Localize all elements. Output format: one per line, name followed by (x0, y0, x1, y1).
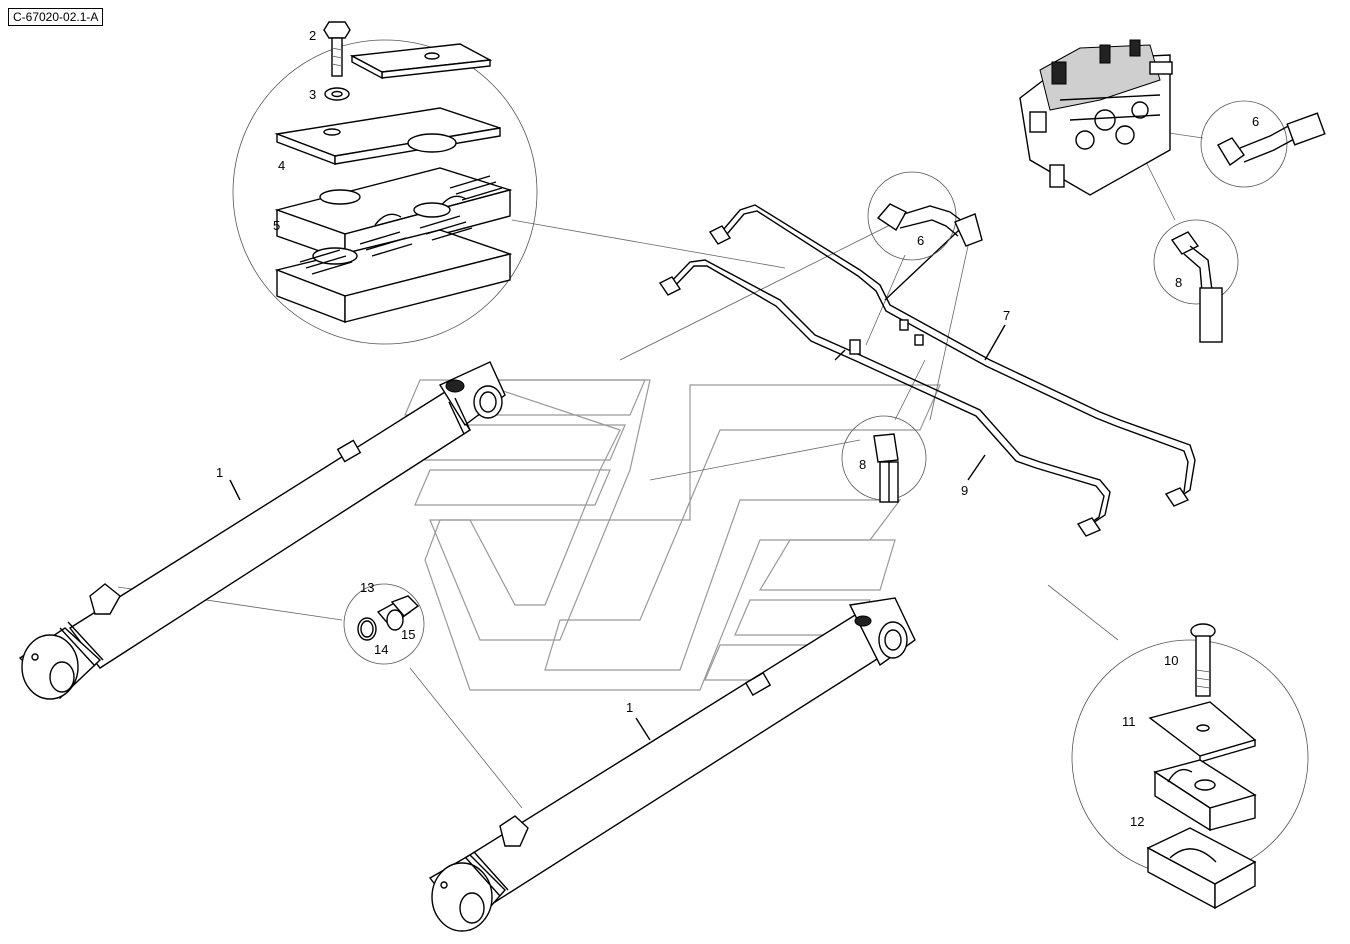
callout-8-right: 8 (1175, 275, 1182, 290)
callout-3: 3 (309, 87, 316, 102)
detail-circle-fitting (343, 583, 425, 665)
callout-6-right: 6 (1252, 114, 1259, 129)
reference-code-box: C-67020-02.1-A (8, 8, 104, 26)
plate-part-11 (1148, 701, 1257, 763)
plate-part-4 (274, 43, 501, 166)
callout-10: 10 (1164, 653, 1178, 668)
clamp-block-lower (274, 175, 513, 324)
bolt-part-10 (1190, 623, 1216, 697)
detail-circle-pipe-clamp (232, 21, 538, 345)
callout-12: 12 (1130, 814, 1144, 829)
callout-4: 4 (278, 158, 285, 173)
washer-part-3 (324, 87, 350, 101)
callout-8-left: 8 (859, 457, 866, 472)
callout-5: 5 (273, 218, 280, 233)
callout-14: 14 (374, 642, 388, 657)
callout-1-upper: 1 (216, 465, 223, 480)
detail-circle-hose-straight (1153, 219, 1239, 343)
detail-circle-elbow-fitting (867, 171, 983, 261)
callout-numbers: 1 1 2 3 4 5 6 6 7 8 8 9 10 11 12 13 14 1… (216, 28, 1259, 829)
bolt-part-2 (323, 21, 351, 77)
callout-13: 13 (360, 580, 374, 595)
control-valve-assembly (1019, 39, 1173, 196)
callout-7: 7 (1003, 308, 1010, 323)
detail-circle-straight-fitting (841, 415, 927, 503)
callout-9: 9 (961, 483, 968, 498)
hydraulic-cylinder-lower (428, 597, 916, 932)
callout-2: 2 (309, 28, 316, 43)
hydraulic-cylinder-upper (18, 361, 506, 700)
detail-circle-single-clamp (1071, 623, 1309, 910)
callout-1-lower: 1 (626, 700, 633, 715)
leader-lines (229, 324, 1006, 741)
callout-11: 11 (1122, 714, 1136, 729)
clamp-block-part-12 (1146, 759, 1257, 910)
steel-pipes (658, 204, 1196, 537)
detail-circle-hose-elbow (1200, 100, 1326, 188)
callout-15: 15 (401, 627, 415, 642)
callout-6-left: 6 (917, 233, 924, 248)
